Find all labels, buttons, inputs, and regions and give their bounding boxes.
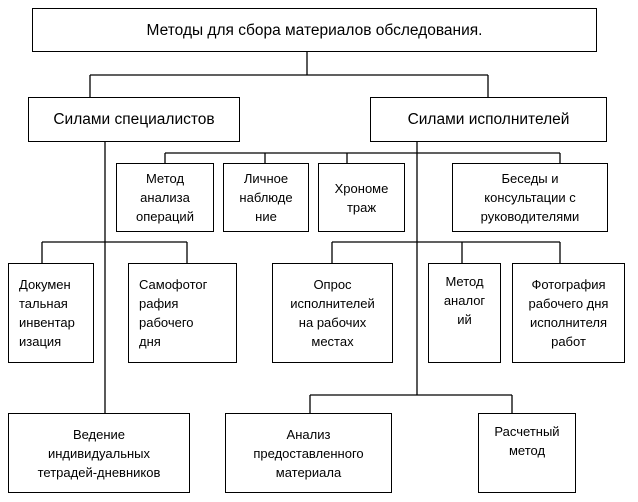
- survey-node: Опрос исполнителей на рабочих местах: [272, 263, 393, 363]
- workday-photo-label: Фотография рабочего дня исполнителя рабо…: [528, 277, 609, 349]
- self-photo-node: Самофотог рафия рабочего дня: [128, 263, 237, 363]
- diaries-node: Ведение индивидуальных тетрадей-дневнико…: [8, 413, 190, 493]
- conversations-node: Беседы и консультации с руководителями: [452, 163, 608, 232]
- personal-observation-label: Личное наблюде ние: [239, 171, 293, 224]
- conversations-label: Беседы и консультации с руководителями: [480, 171, 580, 224]
- timing-node: Хрономе траж: [318, 163, 405, 232]
- document-inventory-label: Докумен тальная инвентар изация: [19, 277, 75, 349]
- specialists-label: Силами специалистов: [53, 111, 215, 128]
- calculation-method-label: Расчетный метод: [494, 424, 560, 458]
- timing-label: Хрономе траж: [334, 180, 389, 215]
- root-node: Методы для сбора материалов обследования…: [32, 8, 597, 52]
- specialists-node: Силами специалистов: [28, 97, 240, 142]
- document-inventory-node: Докумен тальная инвентар изация: [8, 263, 94, 363]
- performers-label: Силами исполнителей: [407, 111, 570, 128]
- survey-label: Опрос исполнителей на рабочих местах: [290, 277, 375, 349]
- analysis-material-node: Анализ предоставленного материала: [225, 413, 392, 493]
- root-label: Методы для сбора материалов обследования…: [146, 21, 483, 39]
- method-analysis-node: Метод анализа операций: [116, 163, 214, 232]
- calculation-method-node: Расчетный метод: [478, 413, 576, 493]
- personal-observation-node: Личное наблюде ние: [223, 163, 309, 232]
- performers-node: Силами исполнителей: [370, 97, 607, 142]
- diaries-label: Ведение индивидуальных тетрадей-дневнико…: [37, 426, 161, 480]
- analogy-method-label: Метод аналог ий: [443, 274, 486, 327]
- analogy-method-node: Метод аналог ий: [428, 263, 501, 363]
- method-analysis-label: Метод анализа операций: [136, 171, 194, 224]
- workday-photo-node: Фотография рабочего дня исполнителя рабо…: [512, 263, 625, 363]
- self-photo-label: Самофотог рафия рабочего дня: [139, 277, 208, 349]
- analysis-material-label: Анализ предоставленного материала: [253, 426, 364, 480]
